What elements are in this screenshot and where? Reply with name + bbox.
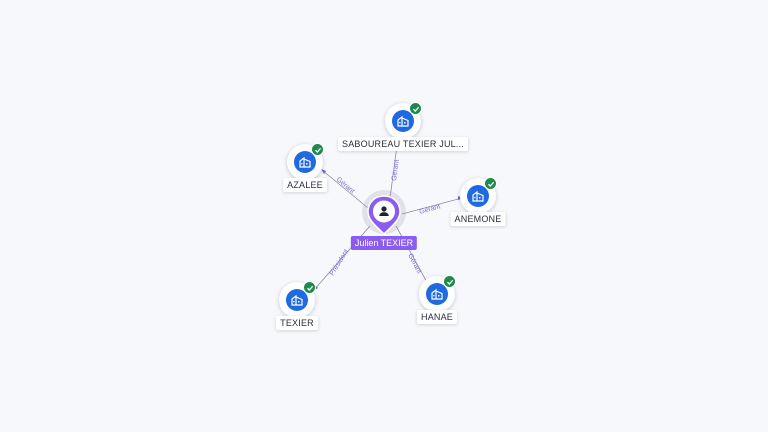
person-name-label[interactable]: Julien TEXIER <box>350 236 418 250</box>
person-pin[interactable] <box>366 194 402 236</box>
company-node-anemone[interactable] <box>460 177 497 214</box>
edge-label-texier: Président <box>329 248 351 277</box>
building-icon <box>426 283 448 305</box>
building-icon <box>294 151 316 173</box>
edge-azalee: Gérant <box>321 169 369 209</box>
verified-check-icon <box>303 281 316 294</box>
company-node-sabooureau[interactable] <box>385 102 422 139</box>
company-node-texier[interactable] <box>279 281 316 318</box>
verified-check-icon <box>409 102 422 115</box>
building-icon <box>392 110 414 132</box>
verified-check-icon <box>311 143 324 156</box>
edge-label-hanae: Gérant <box>406 253 422 275</box>
edge-label-anemone: Gérant <box>419 203 442 216</box>
company-label-azalee[interactable]: AZALEE <box>283 178 327 192</box>
verified-check-icon <box>443 275 456 288</box>
company-label-sabooureau[interactable]: SABOUREAU TEXIER JUL... <box>338 137 468 151</box>
edge-label-azalee: Gérant <box>335 176 356 195</box>
company-label-hanae[interactable]: HANAE <box>416 310 458 324</box>
company-label-texier[interactable]: TEXIER <box>276 316 318 330</box>
company-node-hanae[interactable] <box>419 275 456 312</box>
building-icon <box>286 289 308 311</box>
person-icon <box>379 206 389 216</box>
company-node-azalee[interactable] <box>287 143 324 180</box>
verified-check-icon <box>484 177 497 190</box>
company-label-anemone[interactable]: ANEMONE <box>450 212 506 226</box>
edge-label-sabooureau: Gérant <box>391 159 401 181</box>
building-icon <box>467 185 489 207</box>
